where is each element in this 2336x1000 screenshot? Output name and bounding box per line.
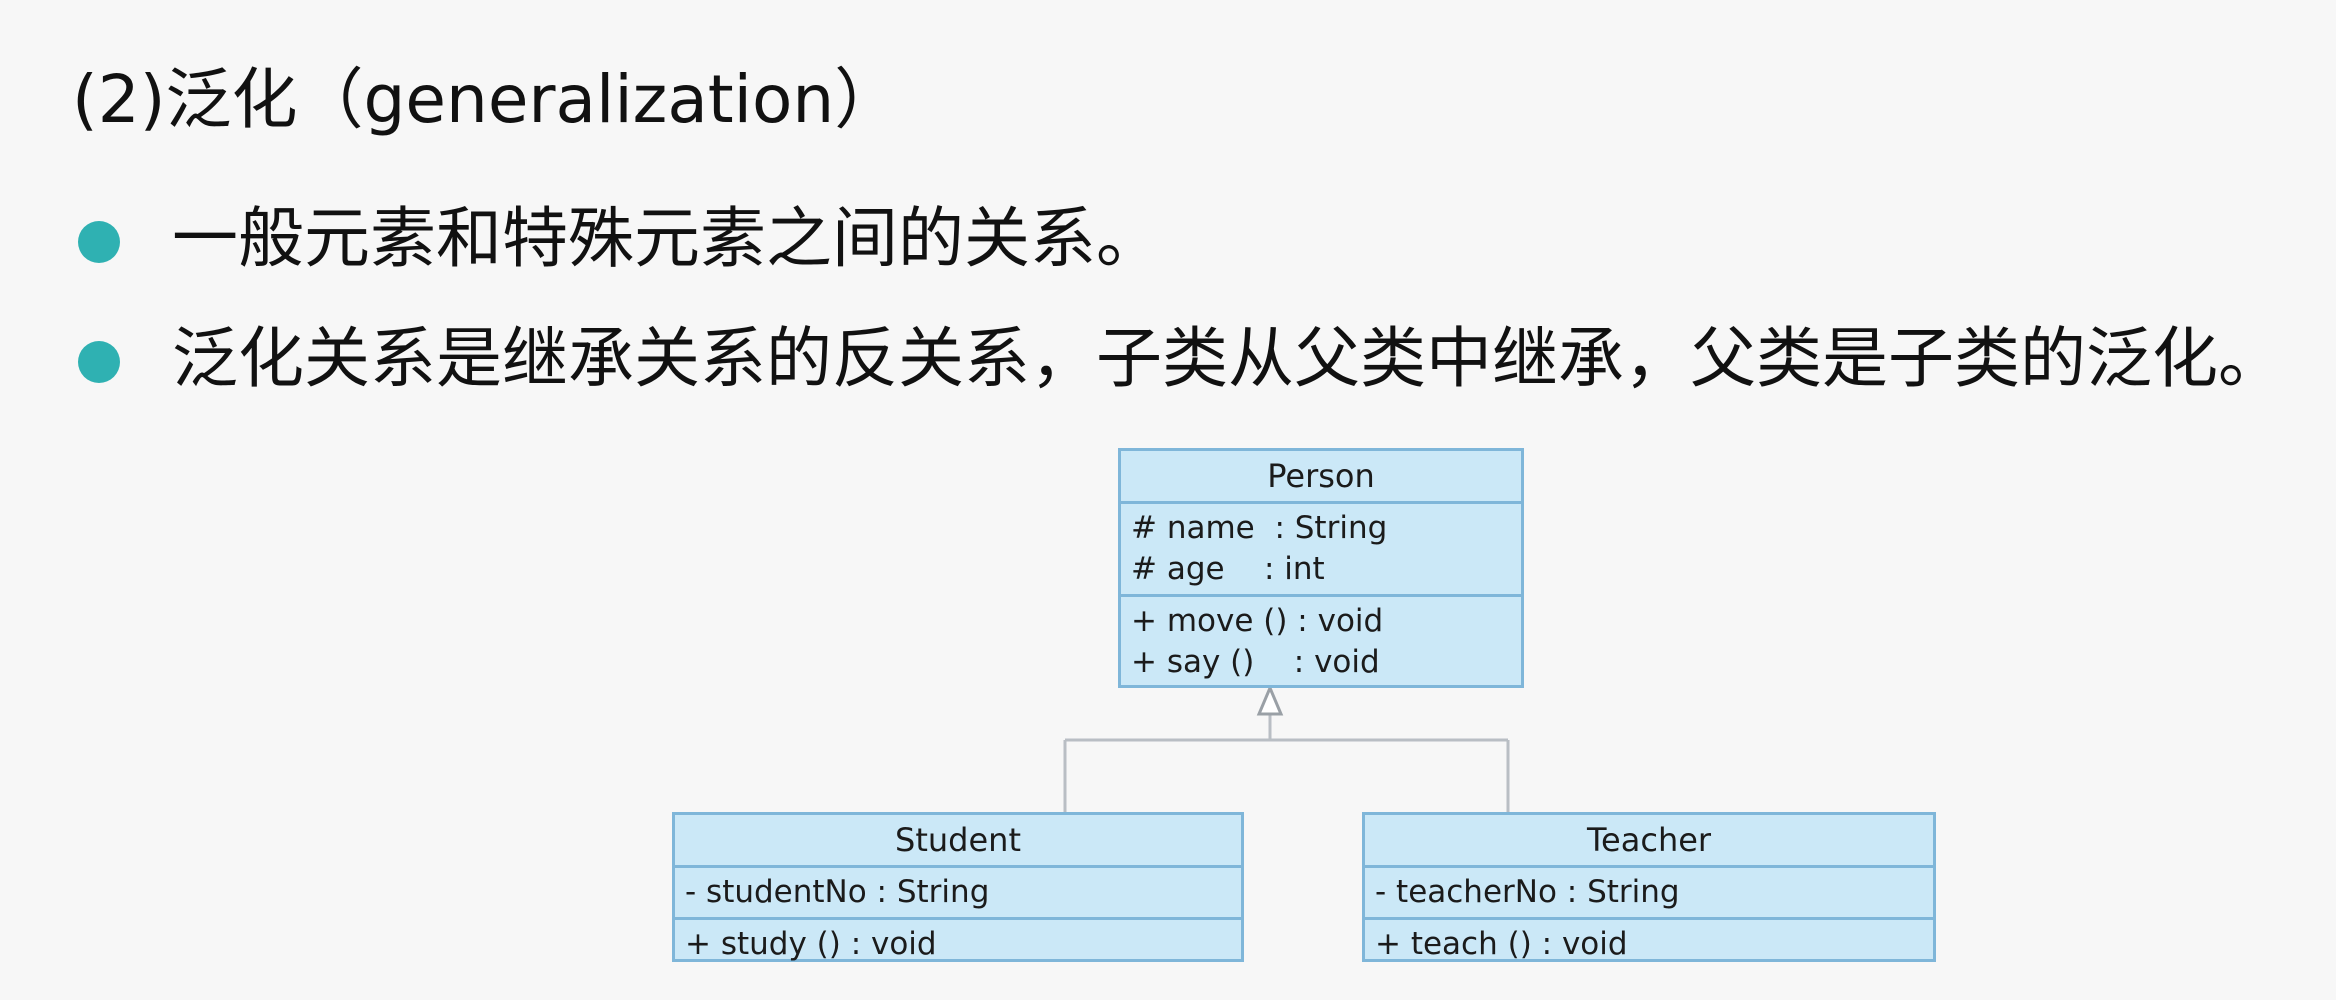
class-attribute: - teacherNo : String	[1375, 874, 1680, 910]
bullet-text: 泛化关系是继承关系的反关系，子类从父类中继承，父类是子类的泛化。	[172, 320, 2284, 397]
class-operation: + teach () : void	[1375, 926, 1628, 962]
class-operation: + move () : void	[1131, 603, 1384, 639]
bullet-item: 泛化关系是继承关系的反关系，子类从父类中继承，父类是子类的泛化。	[72, 303, 2292, 415]
class-operations: + move () : void + say () : void	[1121, 594, 1521, 687]
uml-class-person: Person # name : String # age : int + mov…	[1118, 448, 1524, 688]
uml-class-teacher: Teacher - teacherNo : String + teach () …	[1362, 812, 1936, 962]
uml-class-student: Student - studentNo : String + study () …	[672, 812, 1244, 962]
class-name: Student	[675, 815, 1241, 868]
bullet-dot-icon	[78, 341, 120, 383]
class-attribute: # name : String	[1131, 510, 1388, 546]
class-attributes: - studentNo : String	[675, 868, 1241, 917]
class-name: Person	[1121, 451, 1521, 504]
bullet-item: 一般元素和特殊元素之间的关系。	[72, 183, 2292, 295]
class-operations: + study () : void	[675, 917, 1241, 969]
class-operation: + say () : void	[1131, 644, 1380, 680]
class-operations: + teach () : void	[1365, 917, 1933, 969]
bullet-dot-icon	[78, 221, 120, 263]
class-attributes: # name : String # age : int	[1121, 504, 1521, 594]
class-name: Teacher	[1365, 815, 1933, 868]
class-attribute: # age : int	[1131, 551, 1325, 587]
class-attributes: - teacherNo : String	[1365, 868, 1933, 917]
slide-heading: (2)泛化（generalization）	[72, 61, 901, 138]
generalization-arrowhead-icon	[1256, 684, 1284, 716]
class-operation: + study () : void	[685, 926, 937, 962]
bullet-text: 一般元素和特殊元素之间的关系。	[172, 200, 1162, 277]
class-attribute: - studentNo : String	[685, 874, 990, 910]
